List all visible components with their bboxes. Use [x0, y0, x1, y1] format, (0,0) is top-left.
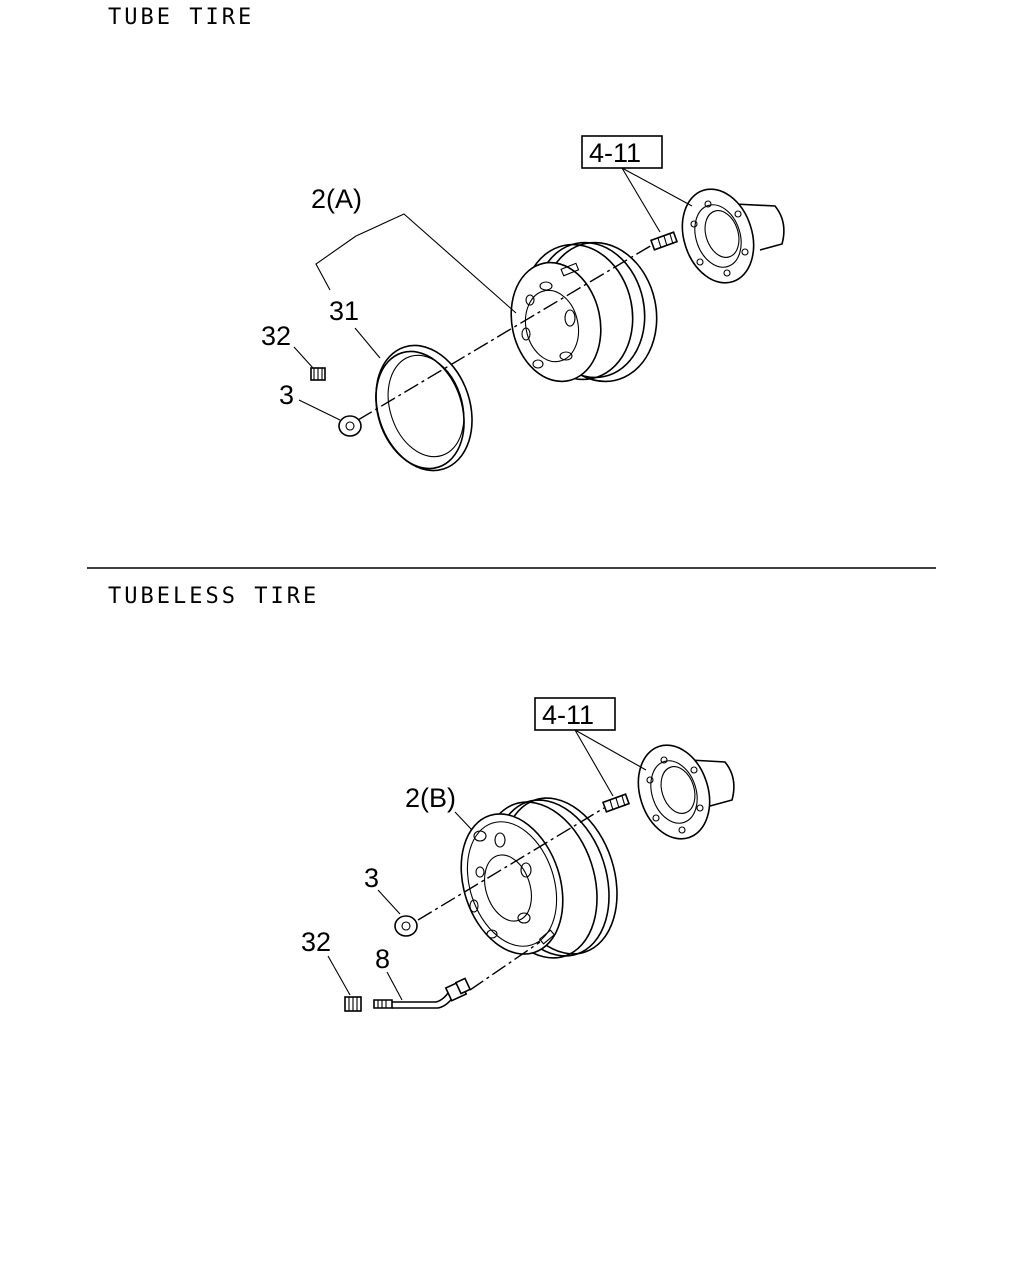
- stud-bolt-top: [649, 231, 679, 251]
- nut-small-bottom: [344, 996, 362, 1012]
- ref-box-top-label: 4-11: [589, 138, 641, 168]
- callout-bottom-nut: 3: [364, 863, 379, 893]
- nut-bottom: [394, 915, 418, 937]
- tube-tire-title: TUBE TIRE: [108, 5, 254, 30]
- callout-top-wheel: 2(A): [311, 184, 362, 214]
- nut-top: [338, 415, 362, 437]
- axis-line-bottom: [417, 807, 605, 921]
- leader-bottom-nut: [377, 889, 401, 915]
- callout-bottom-valve: 8: [375, 944, 390, 974]
- callout-top-nut: 3: [279, 380, 294, 410]
- ref-box-top: 4-11: [581, 135, 693, 233]
- hub-bottom: [637, 744, 735, 840]
- wheel-disc-bottom: [460, 797, 618, 959]
- flap-ring-top: [375, 344, 473, 472]
- hub-top: [681, 188, 785, 284]
- ref-box-bottom: 4-11: [534, 697, 647, 797]
- leader-bottom-wheel: [454, 811, 473, 831]
- leader-top-flap: [354, 327, 381, 359]
- ref-box-bottom-label: 4-11: [542, 700, 594, 730]
- leader-bottom-nut-small: [327, 955, 351, 996]
- nut-small-top: [310, 367, 326, 381]
- axis-line-top: [357, 244, 653, 421]
- stud-bolt-bottom: [601, 793, 631, 813]
- leader-top-nut-small: [293, 346, 314, 369]
- valve-stem-bottom: [373, 977, 472, 1009]
- leader-top-wheel-a: [355, 213, 517, 314]
- leader-bottom-valve: [386, 971, 403, 1001]
- leader-top-nut: [298, 399, 341, 421]
- callout-bottom-nut-small: 32: [301, 927, 331, 957]
- callout-bottom-wheel: 2(B): [405, 783, 456, 813]
- wheel-disc-top: [510, 241, 658, 383]
- callout-top-flap: 31: [329, 296, 359, 326]
- callout-top-nut-small: 32: [261, 321, 291, 351]
- valve-axis-line-bottom: [469, 941, 541, 991]
- tubeless-tire-title: TUBELESS TIRE: [108, 584, 319, 609]
- leader-top-wheel-b: [315, 235, 357, 291]
